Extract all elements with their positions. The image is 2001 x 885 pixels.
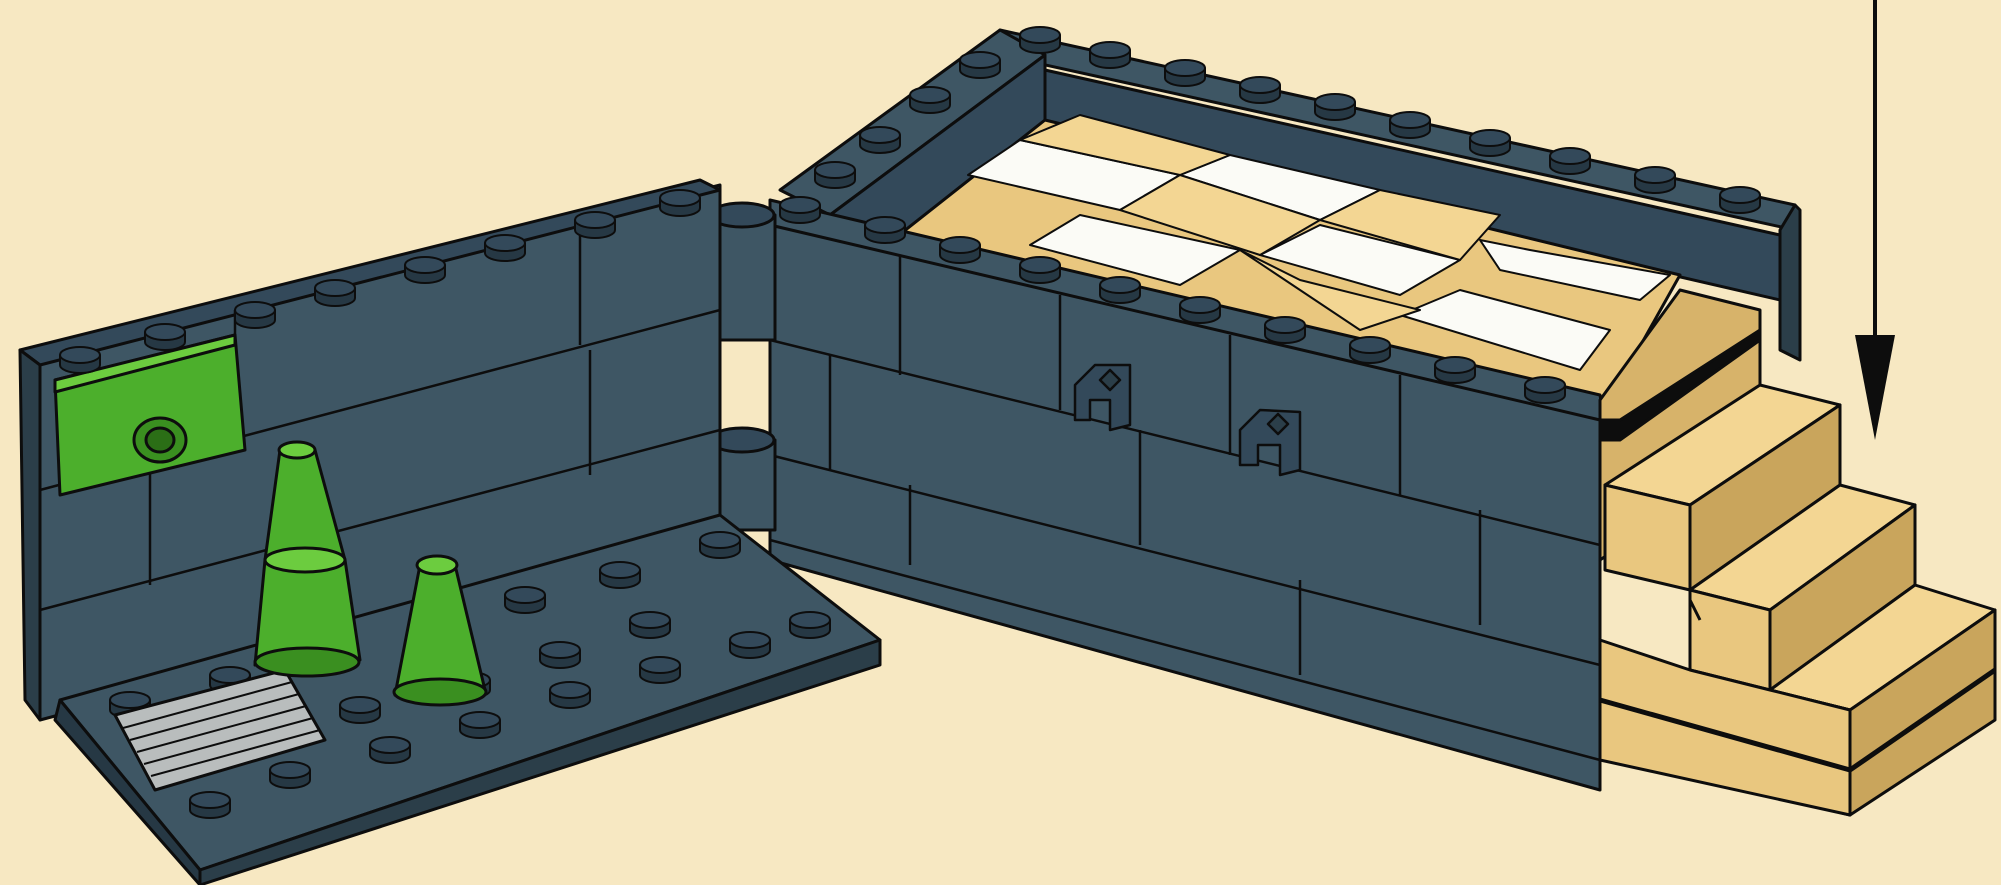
corner-side-face — [20, 350, 40, 720]
back-wall-end — [1780, 205, 1800, 360]
step-front — [1605, 485, 1690, 590]
